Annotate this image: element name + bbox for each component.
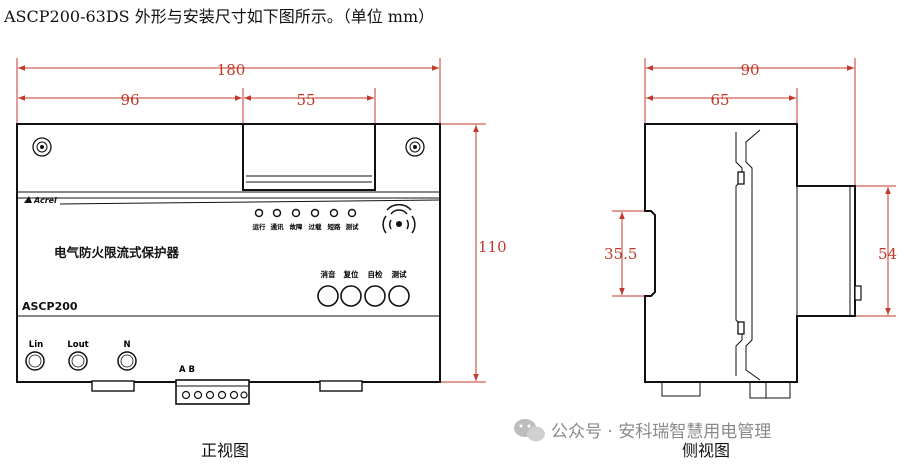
button-label-4: 测试 [392, 269, 407, 279]
reset-button [340, 285, 362, 307]
indicator-leds: 运行 通讯 故障 过载 短路 测试 [253, 208, 360, 231]
bus-connector [175, 379, 250, 405]
bus-label: A B [179, 365, 195, 375]
watermark-text: 公众号 · 安科瑞智慧用电管理 [551, 422, 771, 442]
dim-label-90: 90 [740, 61, 759, 79]
button-label-1: 消音 [321, 269, 336, 279]
dim-label-65: 65 [710, 91, 729, 109]
caption: ASCP200-63DS 外形与安装尺寸如下图所示。（单位 mm） [3, 7, 434, 26]
side-latch-top [737, 171, 745, 185]
button-label-3: 自检 [368, 269, 383, 279]
led-3 [291, 208, 301, 218]
brand-text: Acrel [33, 196, 57, 205]
dim-label-55: 55 [296, 91, 315, 109]
led-label-2: 通讯 [271, 222, 285, 231]
wechat-icon [514, 419, 545, 442]
din-clip-right [319, 380, 363, 392]
led-4 [310, 208, 320, 218]
front-view-title: 正视图 [201, 441, 249, 460]
led-label-1: 运行 [253, 222, 267, 231]
side-profile-outline [644, 123, 856, 383]
model-label: ASCP200 [22, 300, 78, 313]
dim-label-110: 110 [478, 238, 507, 256]
led-1 [254, 208, 264, 218]
side-view: 90 65 35.5 54 侧视图 [604, 58, 897, 460]
side-latch-bottom [737, 321, 745, 335]
terminal-label-n: N [123, 340, 130, 350]
selfcheck-button [364, 285, 386, 307]
led-6 [347, 208, 357, 218]
test-button [388, 285, 410, 307]
watermark: 公众号 · 安科瑞智慧用电管理 [514, 419, 771, 442]
screw-left [32, 137, 52, 157]
screw-right [405, 137, 425, 157]
terminal-label-lin: Lin [29, 340, 43, 350]
dim-label-54: 54 [878, 245, 897, 263]
mute-button [317, 285, 339, 307]
led-2 [272, 208, 282, 218]
product-name: 电气防火限流式保护器 [54, 245, 180, 260]
led-label-5: 短路 [328, 222, 342, 231]
terminal-label-lout: Lout [67, 340, 88, 350]
front-view: 180 96 55 110 Acr [16, 58, 507, 460]
dim-label-35-5: 35.5 [604, 245, 637, 263]
button-group: 消音 复位 自检 测试 [317, 269, 410, 307]
side-view-title: 侧视图 [682, 441, 730, 460]
dim-label-96: 96 [120, 91, 139, 109]
led-label-4: 过载 [309, 222, 323, 231]
din-clip-left [91, 380, 135, 392]
led-label-3: 故障 [290, 222, 304, 231]
dim-label-180: 180 [217, 61, 246, 79]
terminals: Lin Lout N [25, 340, 137, 371]
led-label-6: 测试 [346, 222, 360, 231]
wireless-icon [382, 203, 416, 234]
button-label-2: 复位 [343, 269, 359, 279]
brand-logo: Acrel [24, 196, 57, 205]
front-top-cover [242, 123, 376, 191]
led-5 [329, 208, 339, 218]
